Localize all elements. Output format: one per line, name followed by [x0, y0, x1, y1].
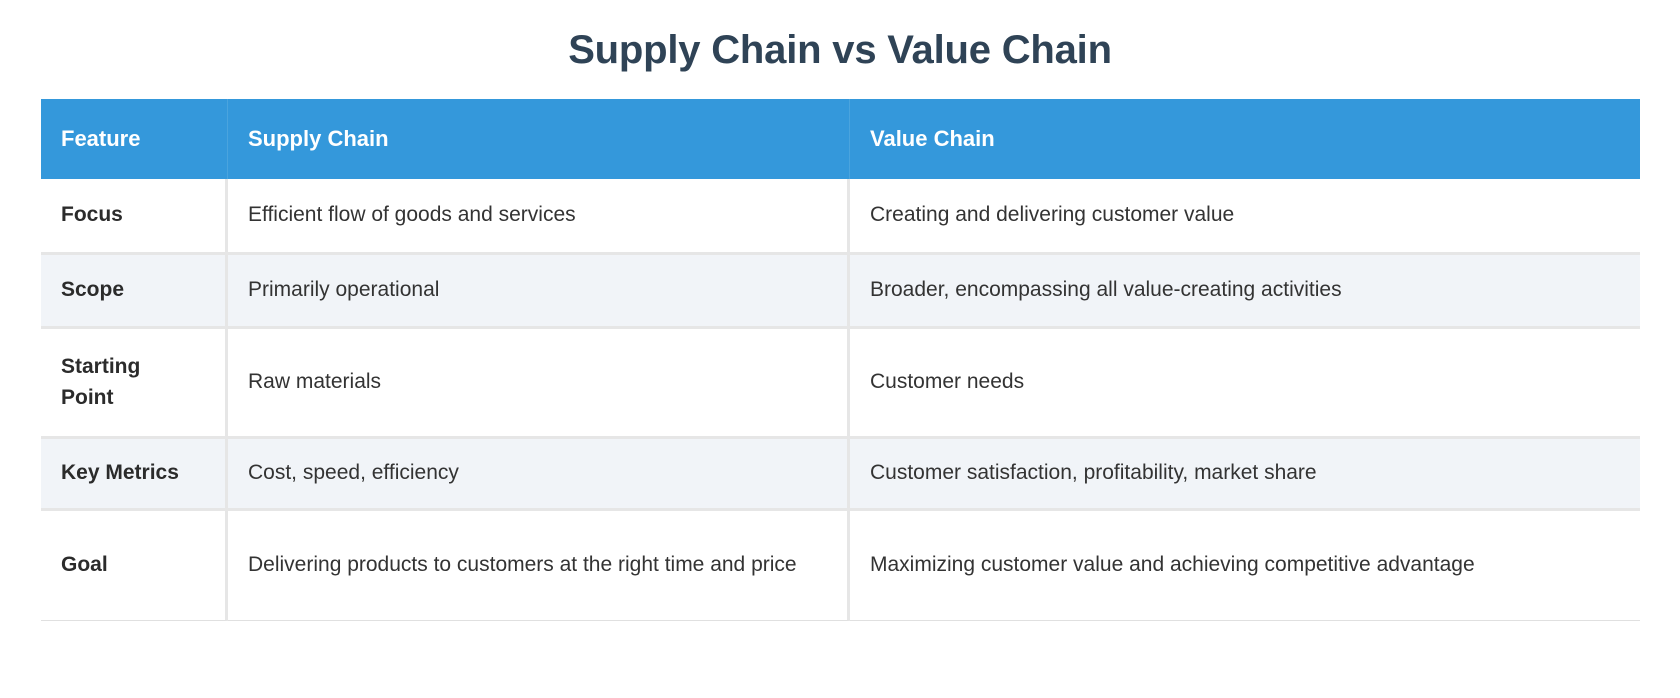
cell-supply-chain: Delivering products to customers at the …	[228, 511, 850, 621]
table-row: Goal Delivering products to customers at…	[41, 511, 1640, 621]
cell-value-chain: Customer satisfaction, profitability, ma…	[850, 439, 1640, 511]
cell-feature: Goal	[41, 511, 228, 621]
cell-value-chain: Maximizing customer value and achieving …	[850, 511, 1640, 621]
supply-chain-vs-value-chain-table: Feature Supply Chain Value Chain Focus E…	[41, 99, 1640, 621]
column-header-supply-chain: Supply Chain	[228, 99, 850, 179]
cell-supply-chain: Cost, speed, efficiency	[228, 439, 850, 511]
table-header-row: Feature Supply Chain Value Chain	[41, 99, 1640, 179]
table-row: Focus Efficient flow of goods and servic…	[41, 179, 1640, 255]
page-title: Supply Chain vs Value Chain	[568, 28, 1112, 72]
cell-value-chain: Creating and delivering customer value	[850, 179, 1640, 255]
cell-supply-chain: Raw materials	[228, 329, 850, 439]
table-row: Key Metrics Cost, speed, efficiency Cust…	[41, 439, 1640, 511]
table-row: Scope Primarily operational Broader, enc…	[41, 255, 1640, 329]
cell-feature: Starting Point	[41, 329, 228, 439]
cell-feature-text: Starting Point	[61, 355, 141, 409]
cell-feature: Key Metrics	[41, 439, 228, 511]
table-header: Feature Supply Chain Value Chain	[41, 99, 1640, 179]
table-body: Focus Efficient flow of goods and servic…	[41, 179, 1640, 621]
cell-supply-chain: Efficient flow of goods and services	[228, 179, 850, 255]
cell-feature: Focus	[41, 179, 228, 255]
cell-value-chain: Customer needs	[850, 329, 1640, 439]
comparison-table-wrapper: Feature Supply Chain Value Chain Focus E…	[41, 99, 1640, 621]
cell-value-chain: Broader, encompassing all value-creating…	[850, 255, 1640, 329]
column-header-value-chain: Value Chain	[850, 99, 1640, 179]
cell-supply-chain: Primarily operational	[228, 255, 850, 329]
column-header-feature: Feature	[41, 99, 228, 179]
cell-feature: Scope	[41, 255, 228, 329]
table-row: Starting Point Raw materials Customer ne…	[41, 329, 1640, 439]
